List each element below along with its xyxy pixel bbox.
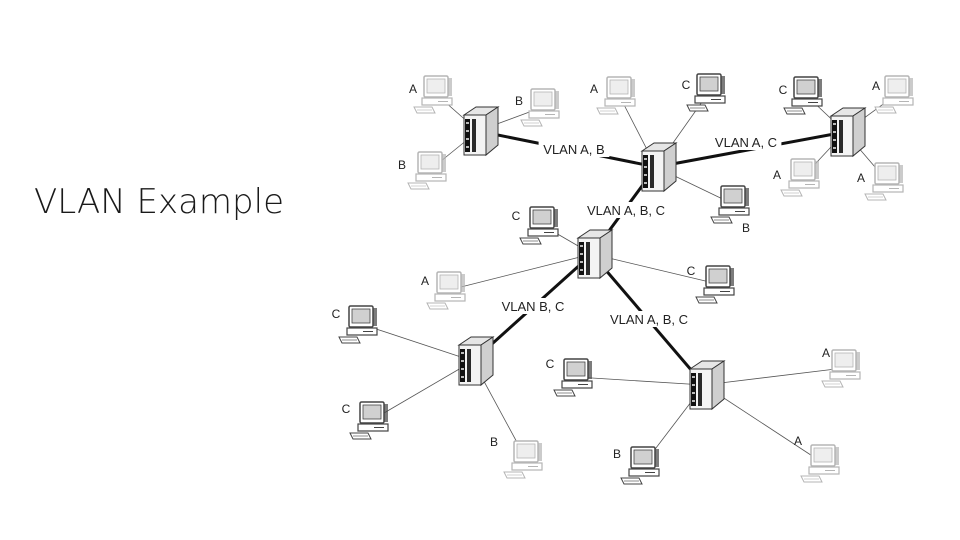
access-link: [575, 376, 705, 386]
computer-vlan-label: A: [773, 168, 781, 182]
computer-icon: [780, 158, 820, 197]
computer-icon: [519, 206, 559, 245]
computer-vlan-label: A: [822, 346, 830, 360]
computer-vlan-label: C: [687, 264, 696, 278]
switch-top-center-icon: [640, 142, 678, 193]
computer-icon: [503, 440, 543, 479]
computer-vlan-label: C: [779, 83, 788, 97]
switch-center-icon: [576, 229, 614, 280]
trunk-vlan-label: VLAN A, B, C: [587, 203, 665, 218]
computer-vlan-label: B: [515, 94, 523, 108]
trunk-label-background: [710, 134, 782, 150]
computer-icon: [349, 401, 389, 440]
computer-icon: [874, 75, 914, 114]
switch-bottom-right-icon: [688, 360, 726, 411]
labels-layer: VLAN A, B VLAN A, C VLAN A, B, C VLAN B, C V…: [332, 78, 880, 461]
computer-icon: [710, 185, 750, 224]
computer-icon: [596, 76, 636, 115]
computer-vlan-label: A: [794, 434, 802, 448]
trunk-vlan-label: VLAN A, B, C: [610, 312, 688, 327]
computer-icon: [426, 271, 466, 310]
computer-vlan-label: C: [512, 209, 521, 223]
computers-layer: [338, 73, 914, 485]
access-link: [371, 360, 474, 421]
computer-icon: [553, 358, 593, 397]
trunk-vlan-label: VLAN B, C: [502, 299, 565, 314]
computer-vlan-label: A: [857, 171, 865, 185]
computer-vlan-label: B: [490, 435, 498, 449]
computer-icon: [800, 444, 840, 483]
access-link: [448, 253, 593, 291]
computer-icon: [695, 265, 735, 304]
trunk-label-background: [579, 202, 673, 218]
computer-vlan-label: C: [342, 402, 351, 416]
computer-icon: [413, 75, 453, 114]
computer-icon: [686, 73, 726, 112]
trunk-label-background: [497, 298, 569, 314]
access-link: [591, 253, 719, 285]
computer-vlan-label: A: [872, 79, 880, 93]
computer-icon: [821, 349, 861, 388]
computer-vlan-label: B: [613, 447, 621, 461]
slide-title: VLAN Example: [34, 182, 284, 222]
switch-top-right-icon: [829, 107, 867, 158]
computer-vlan-label: A: [590, 82, 598, 96]
computer-vlan-label: B: [742, 221, 750, 235]
computer-vlan-label: A: [409, 82, 417, 96]
computer-icon: [407, 151, 447, 190]
switches-layer: [457, 106, 867, 411]
computer-vlan-label: C: [682, 78, 691, 92]
computer-vlan-label: C: [546, 357, 555, 371]
computer-vlan-label: B: [398, 158, 406, 172]
switch-bottom-left-icon: [457, 336, 495, 387]
trunk-vlan-label: VLAN A, C: [715, 135, 777, 150]
access-link: [360, 323, 474, 362]
computer-icon: [864, 162, 904, 201]
switch-top-left-icon: [462, 106, 500, 157]
trunk-label-background: [602, 311, 696, 327]
access-link: [703, 367, 845, 386]
computer-vlan-label: A: [421, 274, 429, 288]
trunk-vlan-label: VLAN A, B: [543, 142, 604, 157]
computer-icon: [520, 88, 560, 127]
computer-vlan-label: C: [332, 307, 341, 321]
computer-icon: [620, 446, 660, 485]
trunk-label-background: [538, 141, 610, 157]
computer-icon: [338, 305, 378, 344]
computer-icon: [783, 76, 823, 115]
